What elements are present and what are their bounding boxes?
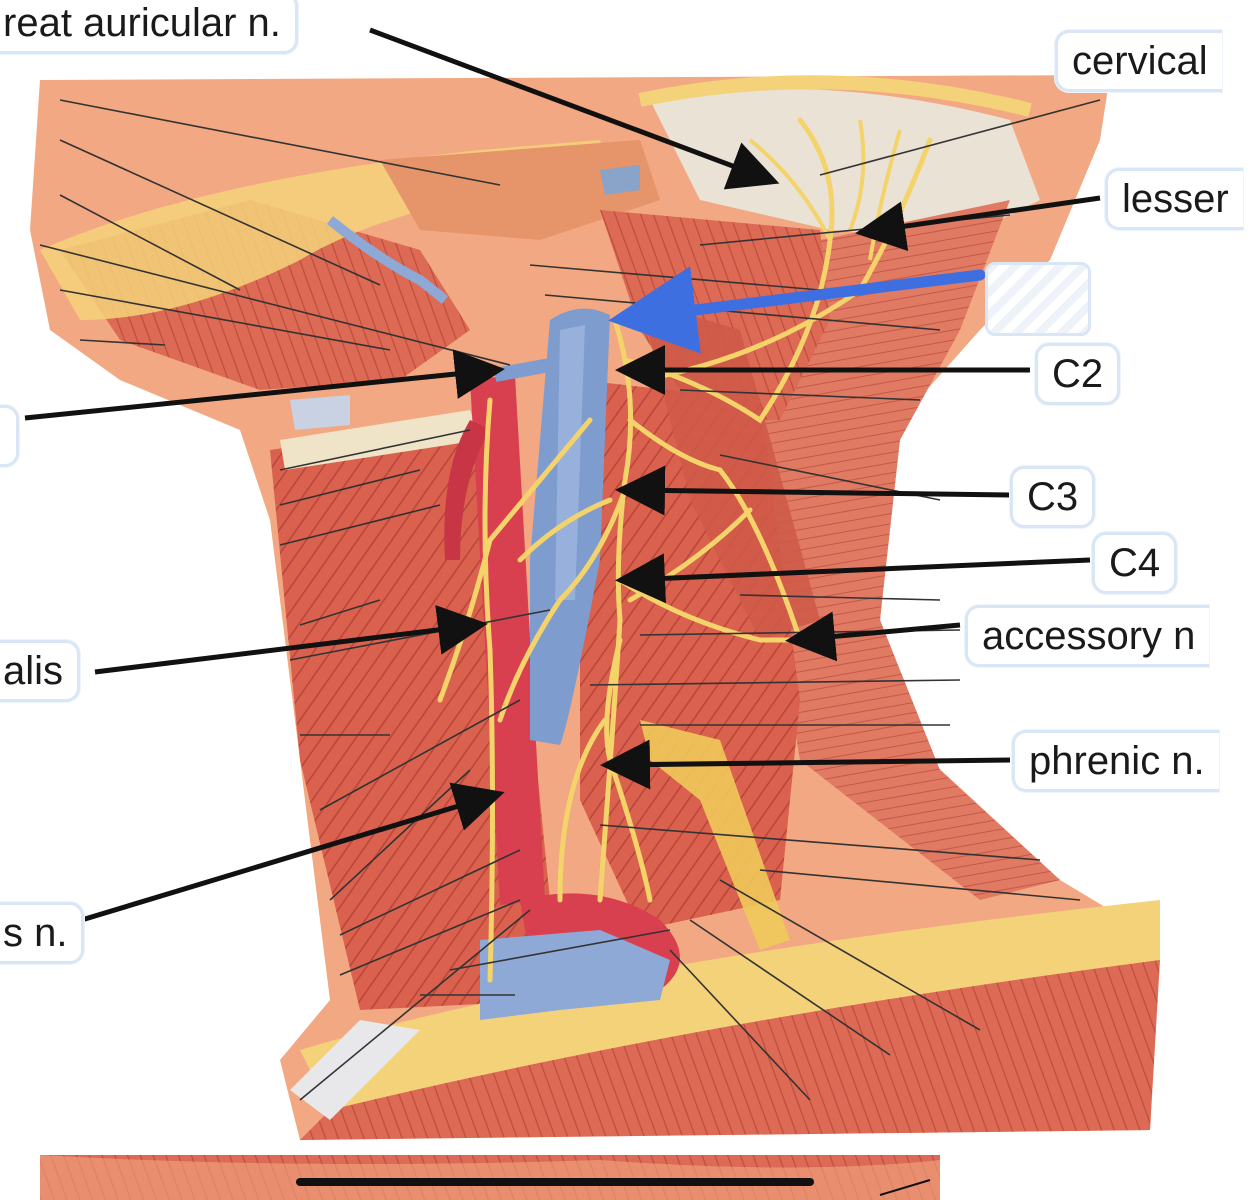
label-lesser-text: lesser: [1122, 177, 1229, 221]
arrow-left-partial: [24, 349, 505, 421]
jugular-highlight: [555, 325, 585, 600]
label-c3: C3: [1010, 466, 1096, 528]
arrow-s-n: [74, 782, 505, 925]
label-c4-text: C4: [1109, 541, 1161, 585]
label-s-n-text: s n.: [3, 911, 68, 955]
pectoral-region: [300, 960, 1160, 1140]
common-carotid-artery: [470, 375, 545, 905]
arrow-great-auricular: [369, 27, 780, 190]
label-accessory-text: accessory n: [982, 614, 1196, 658]
arrow-c3: [615, 465, 1011, 516]
scalp-region: [650, 88, 1040, 240]
label-lesser: lesser: [1105, 168, 1243, 230]
label-phrenic: phrenic n.: [1012, 730, 1219, 792]
small-vessel-mastoid: [600, 165, 640, 195]
blank-label-box: [985, 262, 1091, 336]
arrow-accessory: [785, 611, 961, 662]
label-left-partial: .: [0, 405, 20, 467]
label-s-n: s n.: [0, 902, 85, 964]
label-c4: C4: [1092, 532, 1178, 594]
hyoid-bone: [290, 395, 350, 430]
label-great-auricular-text: reat auricular n.: [3, 1, 281, 45]
label-phrenic-text: phrenic n.: [1029, 739, 1205, 783]
brachial-plexus-trunks: [640, 720, 790, 950]
label-c2: C2: [1035, 343, 1121, 405]
label-alis: alis: [0, 640, 81, 702]
clavicle-fat-strip: [300, 900, 1160, 1110]
label-great-auricular: reat auricular n.: [0, 0, 298, 54]
label-alis-text: alis: [3, 649, 64, 693]
label-cervical-text: cervical: [1072, 39, 1208, 83]
subclavian-vein: [480, 930, 670, 1020]
arrow-phrenic: [600, 739, 1011, 790]
external-carotid-branch: [444, 420, 490, 560]
hyoid-band: [280, 410, 480, 470]
label-cervical: cervical: [1055, 30, 1222, 92]
parotid-region: [380, 140, 660, 240]
scalp-fat-rim: [638, 75, 1032, 117]
label-left-partial-text: .: [0, 414, 2, 458]
arrow-alis: [94, 605, 488, 675]
external-jugular-vein: [326, 216, 449, 304]
small-vein: [493, 358, 552, 382]
leader-lines: [39, 99, 1101, 1101]
label-c3-text: C3: [1027, 475, 1079, 519]
pointer-arrows: [24, 27, 1101, 925]
arrow-c4: [615, 553, 1091, 604]
arrow-lesser: [855, 195, 1101, 252]
label-c2-text: C2: [1052, 352, 1104, 396]
levator-scapulae-muscle: [640, 300, 820, 640]
clavicle-bone: [290, 1020, 420, 1120]
label-accessory: accessory n: [965, 605, 1210, 667]
highlight-arrow: [608, 266, 986, 354]
